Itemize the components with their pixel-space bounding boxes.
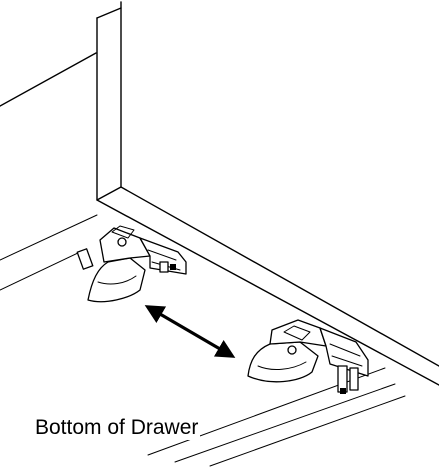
- left-locking-device: [76, 225, 187, 303]
- right-locking-device: [247, 319, 369, 394]
- adjustment-arrow: [144, 305, 236, 358]
- diagram-caption: Bottom of Drawer: [33, 416, 201, 440]
- drawer-bottom-rails: [0, 214, 406, 467]
- drawer-box: [0, 1, 439, 386]
